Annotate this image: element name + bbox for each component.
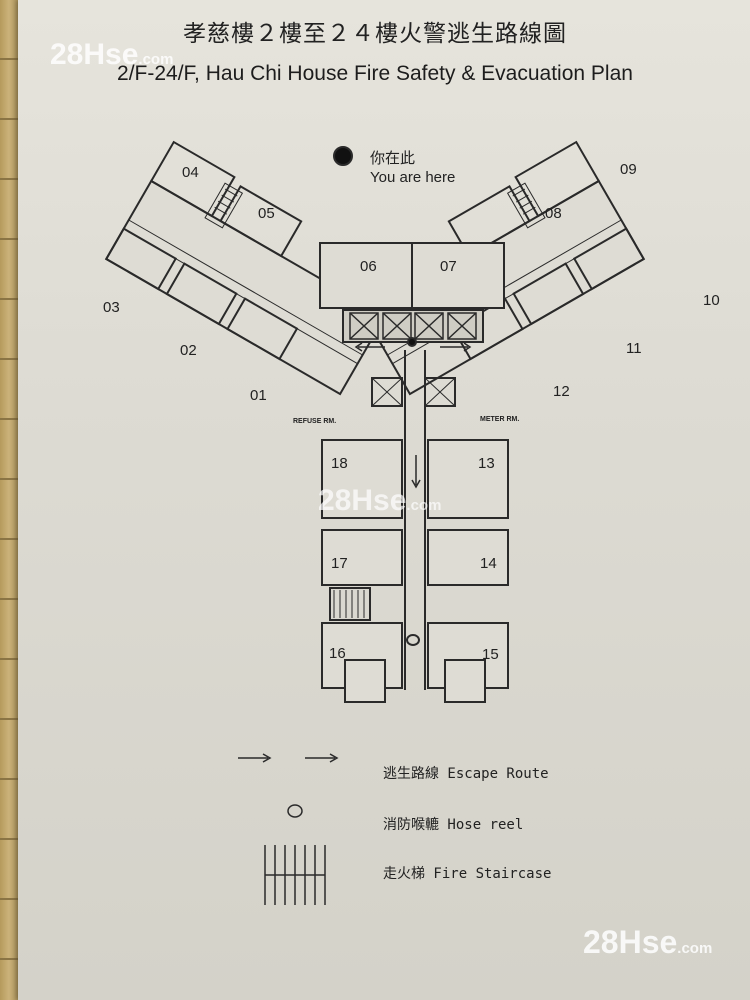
wall-tiles: [0, 0, 22, 1000]
unit-labels: 01 02 03 04 05 06 07 08 09 10 11 12 13 1…: [103, 161, 720, 663]
south-staircase: [329, 587, 371, 621]
unit-label: 14: [480, 555, 497, 572]
you-are-here-dot: [333, 146, 353, 166]
hose-reel-marker: [406, 634, 420, 646]
lift-lobby: [342, 309, 484, 343]
unit-label: 07: [440, 258, 457, 275]
watermark-bottom: 28Hse.com: [583, 924, 713, 960]
refuse-shaft: [371, 377, 403, 407]
unit-13-room: [427, 439, 509, 519]
unit-label: 09: [620, 161, 637, 178]
unit-label: 06: [360, 258, 377, 275]
unit-label: 10: [703, 292, 720, 309]
left-wing: [104, 140, 387, 396]
unit-07-room: [411, 242, 505, 309]
unit-label: 17: [331, 555, 348, 572]
unit-label: 13: [478, 455, 495, 472]
unit-label: 02: [180, 342, 197, 359]
unit-label: 15: [482, 646, 499, 663]
meter-room-label: METER RM.: [480, 416, 519, 423]
legend-hose-reel: 消防喉轆 Hose reel: [383, 817, 524, 833]
unit-label: 11: [626, 340, 642, 357]
unit-14-room: [427, 529, 509, 586]
unit-label: 04: [182, 164, 199, 181]
legend-escape-route: 逃生路線 Escape Route: [383, 766, 549, 782]
unit-label: 16: [329, 645, 346, 662]
unit-17-room: [321, 529, 403, 586]
title-english: 2/F-24/F, Hau Chi House Fire Safety & Ev…: [117, 62, 633, 85]
unit-label: 05: [258, 205, 275, 222]
unit-label: 18: [331, 455, 348, 472]
unit-06-room: [319, 242, 413, 309]
legend-fire-staircase: 走火梯 Fire Staircase: [383, 866, 552, 882]
refuse-room-label: REFUSE RM.: [293, 418, 336, 425]
unit-18-room: [321, 439, 403, 519]
you-are-here-en: You are here: [370, 169, 456, 186]
unit-label: 03: [103, 299, 120, 316]
title-chinese: 孝慈樓２樓至２４樓火警逃生路線圖: [183, 21, 567, 47]
you-are-here-zh: 你在此: [370, 150, 416, 167]
unit-label: 08: [545, 205, 562, 222]
unit-label: 01: [250, 387, 267, 404]
unit-label: 12: [553, 383, 570, 400]
watermark-center: 28Hse.com: [318, 484, 442, 517]
legend-symbols: [238, 753, 339, 905]
watermark-top: 28Hse.com: [50, 38, 174, 71]
